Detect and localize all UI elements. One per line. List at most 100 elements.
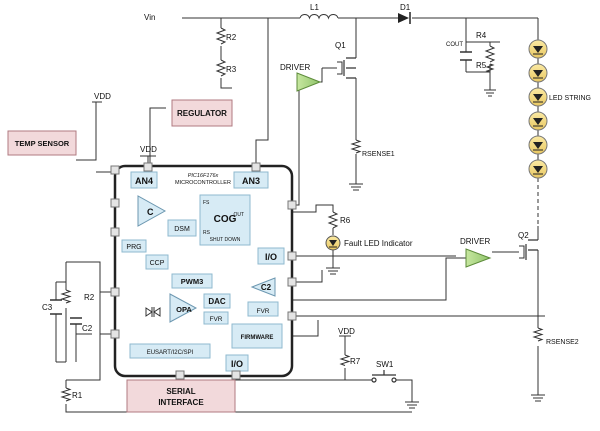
r7-label: R7: [350, 357, 361, 366]
r6-label: R6: [340, 216, 351, 225]
rs-label: RS: [203, 230, 211, 236]
eusart-block: [129, 343, 211, 359]
comparator-c-icon: [137, 195, 167, 227]
io1-block: [257, 247, 285, 265]
an3-label: AN3: [242, 176, 260, 186]
mcu-pins: [110, 162, 297, 380]
c2-mcu-label: C2: [261, 283, 272, 292]
l1-label: L1: [310, 3, 319, 12]
mcu-name-1: PIC16F176x: [188, 173, 219, 179]
driver1-icon: [296, 72, 322, 92]
comparator-c2-icon: [250, 277, 276, 297]
vdd-sw-label: VDD: [338, 327, 355, 336]
led-icon: [528, 87, 548, 107]
capacitor-c2-icon: [70, 317, 82, 325]
dsm-label: DSM: [174, 226, 190, 233]
fvr-label: FVR: [210, 316, 223, 323]
serial-line-2: INTERFACE: [158, 398, 204, 407]
resistor-r2-icon: [215, 27, 227, 45]
pwm3-block: [171, 273, 213, 289]
dac-label: DAC: [208, 297, 226, 306]
an4-label: AN4: [135, 176, 153, 186]
r5-label: R5: [476, 61, 487, 70]
led-icon: [528, 111, 548, 131]
led-icon: [528, 159, 548, 179]
d1-label: D1: [400, 3, 411, 12]
cout-label: COUT: [446, 42, 463, 48]
driver1-label: DRIVER: [280, 63, 310, 72]
opamp-opa-icon: [169, 293, 198, 323]
fvr-block: [203, 311, 229, 325]
resistor-r2-left-icon: [60, 289, 72, 304]
r3-label: R3: [226, 65, 237, 74]
diode-pair-icon: [145, 307, 161, 317]
c3-label: C3: [42, 303, 53, 312]
ground-icon: [531, 394, 545, 402]
resistor-r6-icon: [327, 211, 339, 229]
vdd-mcu-label: VDD: [140, 145, 157, 154]
ccp-label: CCP: [150, 260, 165, 267]
cog-label: COG: [214, 214, 237, 225]
fault-led-label: Fault LED Indicator: [344, 239, 413, 248]
resistor-rsense2-icon: [532, 327, 544, 342]
dsm-block: [167, 219, 197, 237]
dac-block: [203, 293, 231, 309]
an4-block: [130, 171, 158, 189]
ground-icon: [326, 267, 340, 275]
led-string: [528, 39, 548, 179]
resistor-r4-icon: [484, 45, 496, 63]
ground-icon: [405, 401, 419, 409]
resistor-rsense1-icon: [350, 139, 362, 154]
prg-block: [121, 239, 147, 253]
capacitor-cout-icon: [460, 51, 472, 61]
mosfet-q2-icon: [525, 239, 538, 260]
io1-label: I/O: [265, 252, 277, 262]
ground-icon: [349, 183, 363, 191]
cog-block: [199, 194, 251, 246]
out-label: OUT: [233, 212, 244, 218]
switch-sw1-icon: [371, 370, 397, 383]
c2-label: C2: [82, 324, 93, 333]
vin-label: Vin: [144, 13, 155, 22]
led-string-label: LED STRING: [549, 95, 591, 102]
fault-led-icon: [325, 235, 341, 251]
firmware-label: FIRMWARE: [241, 335, 274, 341]
mcu-name-2: MICROCONTROLLER: [175, 180, 231, 186]
vdd-top-label: VDD: [94, 92, 111, 101]
r1-label: R1: [72, 391, 83, 400]
pwm3-label: PWM3: [181, 277, 204, 286]
r2-label: R2: [226, 33, 237, 42]
driver2-label: DRIVER: [460, 237, 490, 246]
prg-label: PRG: [126, 244, 141, 251]
rsense2-label: RSENSE2: [546, 339, 579, 346]
temp-sensor-block: [7, 130, 77, 156]
r4-label: R4: [476, 31, 487, 40]
regulator-block: [171, 99, 233, 127]
fs-label: FS: [203, 200, 210, 206]
ground-icon: [484, 89, 496, 97]
eusart-label: EUSART/I2C/SPI: [147, 350, 194, 356]
mcu-internal-blocks: [121, 171, 285, 372]
regulator-label: REGULATOR: [177, 109, 227, 118]
diode-d1-icon: [398, 12, 411, 24]
r2-left-label: R2: [84, 293, 95, 302]
serial-line-1: SERIAL: [166, 387, 195, 396]
led-icon: [528, 135, 548, 155]
mosfet-q1-icon: [343, 57, 356, 79]
labels: Vin L1 D1 R2 R3 Q1 DRIVER RSENSE1 COUT R…: [15, 3, 591, 407]
ccp-block: [145, 254, 169, 270]
driver2-icon: [465, 248, 492, 268]
inductor-l1-icon: [299, 14, 339, 20]
io2-label: I/O: [231, 359, 243, 369]
led-icon: [528, 63, 548, 83]
firmware-block: [231, 323, 283, 349]
opa-label: OPA: [176, 305, 192, 314]
fvr2-label: FVR: [257, 308, 270, 315]
rsense1-label: RSENSE1: [362, 151, 395, 158]
resistor-r1-icon: [60, 387, 72, 402]
sw1-label: SW1: [376, 360, 394, 369]
fvr2-block: [247, 301, 279, 317]
resistor-r3-icon: [215, 59, 227, 77]
